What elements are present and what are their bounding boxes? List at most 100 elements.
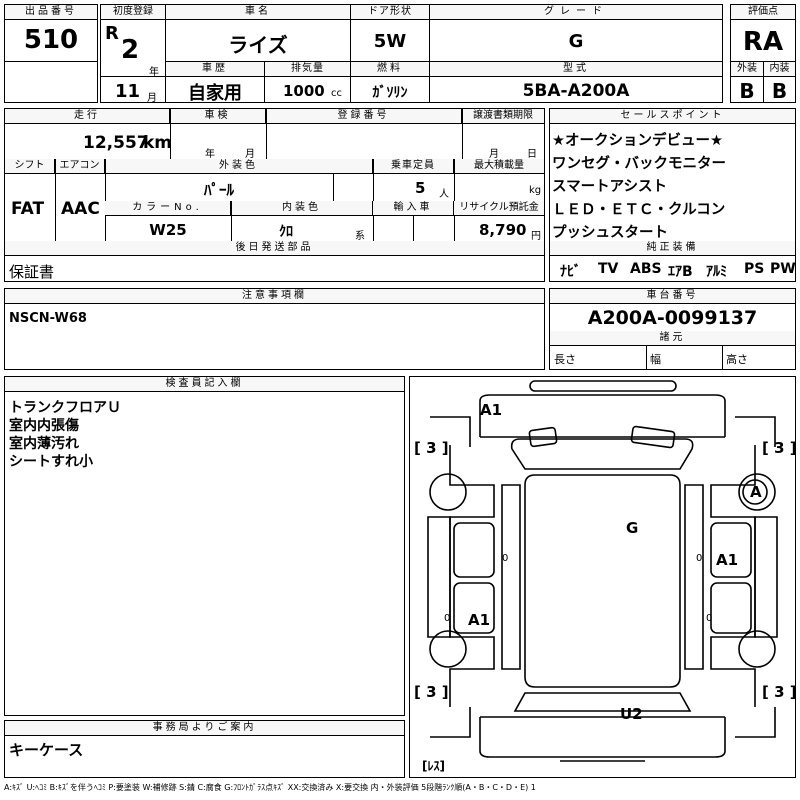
- mark-a1-right: A1: [716, 551, 739, 569]
- mileage-unit: km: [143, 133, 173, 153]
- selling-points-box: セールスポイント ★オークションデビュー★ ワンセグ・バックモニター スマートア…: [549, 108, 796, 282]
- mark-zero-right-2: 0: [706, 613, 713, 624]
- interior-grade-label: 内装: [764, 62, 795, 77]
- model-box: 型式 5BA-A200A: [429, 61, 723, 103]
- load-unit: kg: [529, 185, 542, 196]
- lot-empty-box: [4, 61, 98, 103]
- equipment-airbag: ｴｱB: [668, 264, 693, 280]
- recycle-label: リサイクル預託金: [454, 201, 544, 216]
- displacement-label: 排気量: [265, 62, 350, 77]
- car-name-box: 車名 ライズ: [165, 4, 351, 62]
- equipment-alloy: ｱﾙﾐ: [706, 264, 727, 280]
- door-type: 5W: [373, 31, 407, 52]
- width-label: 幅: [650, 353, 661, 366]
- chassis-box: 車台番号 A200A-0099137 諸元 長さ 幅 高さ: [549, 288, 796, 370]
- registration-label: 初度登録: [101, 5, 165, 20]
- interior-color-label: 内装色: [231, 201, 373, 216]
- inspector-note-3: 室内薄汚れ: [9, 436, 79, 452]
- history-label: 車歴: [166, 62, 264, 77]
- load-label: 最大積載量: [454, 159, 544, 174]
- height-label: 高さ: [726, 353, 748, 366]
- notes-box: 注意事項欄 NSCN-W68: [4, 288, 545, 370]
- history-value: 自家用: [188, 83, 242, 104]
- transfer-label: 譲渡書類期限: [462, 109, 544, 124]
- notes-label: 注意事項欄: [5, 289, 544, 304]
- door-box: ドア形状 5W: [350, 4, 430, 62]
- exterior-grade: B: [739, 79, 755, 103]
- mark-zero-left-1: 0: [502, 553, 509, 564]
- shift-label: シフト: [5, 159, 55, 174]
- displacement-value: 1000: [283, 82, 325, 100]
- tire-front-left: [ 3 ]: [414, 439, 449, 457]
- capacity-value: 5: [415, 179, 426, 197]
- selling-points-label: セールスポイント: [550, 109, 795, 124]
- length-label: 長さ: [554, 353, 576, 366]
- mark-a1-left: A1: [468, 611, 491, 629]
- mark-zero-right-1: 0: [696, 553, 703, 564]
- mileage-value: 12,557: [83, 133, 149, 153]
- mark-a-right: A: [750, 483, 762, 501]
- legend: A:ｷｽﾞ U:ﾍｺﾐ B:ｷｽﾞを伴うﾍｺﾐ P:要塗装 W:補修跡 S:錆 …: [4, 783, 536, 792]
- plate-label: 登録番号: [266, 109, 462, 124]
- mark-g-center: G: [626, 519, 639, 537]
- displacement-unit: cc: [331, 88, 342, 99]
- lot-label: 出品番号: [5, 5, 97, 20]
- exterior-grade-label: 外装: [731, 62, 763, 77]
- car-diagram-box: A1 A G A1 A1 U2 [ 3 ] [ 3 ] [ 3 ] [ 3 ] …: [409, 376, 797, 778]
- spare-less: [ﾚｽ]: [422, 759, 445, 773]
- equipment-tv: TV: [598, 261, 619, 277]
- equipment-ps: PS: [744, 261, 765, 277]
- inspector-note-4: シートすれ小: [9, 454, 93, 470]
- shift-value: FAT: [11, 199, 45, 219]
- tire-rear-left: [ 3 ]: [414, 683, 449, 701]
- tire-rear-right: [ 3 ]: [762, 683, 797, 701]
- chassis-label: 車台番号: [550, 289, 795, 304]
- mileage-label: 走行: [5, 109, 170, 124]
- model-value: 5BA-A200A: [522, 81, 630, 101]
- later-parts-label: 後日発送部品: [5, 241, 544, 256]
- fuel-box: 燃料 ｶﾞｿﾘﾝ: [350, 61, 430, 103]
- grade-value: G: [568, 31, 584, 52]
- import-label: 輸入車: [373, 201, 454, 216]
- model-label: 型式: [430, 62, 722, 77]
- selling-point-4: ＬＥＤ・ＥＴＣ・クルコン: [552, 202, 726, 218]
- score-label: 評価点: [731, 5, 795, 20]
- transfer-month-unit: 月: [489, 149, 499, 160]
- capacity-unit: 人: [439, 189, 449, 200]
- interior-color-unit: 系: [355, 231, 365, 242]
- inspection-year-unit: 年: [205, 149, 215, 160]
- interior-color-value: ｸﾛ: [279, 224, 293, 240]
- inspection-month-unit: 月: [245, 149, 255, 160]
- recycle-value: 8,790: [479, 221, 527, 239]
- registration-year: 2: [121, 35, 140, 65]
- selling-point-2: ワンセグ・バックモニター: [552, 156, 726, 172]
- equipment-pw: PW: [770, 261, 796, 277]
- inspector-box: 検査員記入欄 トランクフロアＵ 室内内張傷 室内薄汚れ シートすれ小: [4, 376, 405, 716]
- notes-value: NSCN-W68: [9, 311, 87, 326]
- car-name-label: 車名: [166, 5, 350, 20]
- recycle-unit: 円: [531, 231, 541, 242]
- interior-grade: B: [771, 79, 788, 103]
- spec-grid: 走行 12,557 km 車検 年 月 登録番号 譲渡書類期限 月 日 シフト …: [4, 108, 545, 282]
- lot-box: 出品番号 510: [4, 4, 98, 62]
- selling-point-3: スマートアシスト: [552, 179, 667, 195]
- chassis-value: A200A-0099137: [587, 307, 758, 329]
- door-label: ドア形状: [351, 5, 429, 20]
- inspector-note-1: トランクフロアＵ: [9, 400, 121, 416]
- interior-grade-box: 内装 B: [763, 61, 796, 103]
- inspection-label: 車検: [170, 109, 266, 124]
- history-box: 車歴 自家用: [165, 61, 265, 104]
- capacity-label: 乗車定員: [373, 159, 454, 174]
- displacement-box: 排気量 1000 cc: [264, 61, 351, 103]
- score-box: 評価点 RA: [730, 4, 796, 62]
- lot-number: 510: [23, 25, 79, 55]
- fuel-value: ｶﾞｿﾘﾝ: [372, 85, 408, 101]
- specs-label: 諸元: [550, 331, 795, 346]
- later-parts-value: 保証書: [9, 263, 55, 281]
- selling-point-1: ★オークションデビュー★: [552, 133, 723, 149]
- registration-era: R: [105, 23, 119, 44]
- mark-zero-left-2: 0: [444, 613, 451, 624]
- grade-label: グレード: [430, 5, 722, 20]
- office-label: 事務局よりご案内: [5, 721, 404, 736]
- inspector-label: 検査員記入欄: [5, 377, 404, 392]
